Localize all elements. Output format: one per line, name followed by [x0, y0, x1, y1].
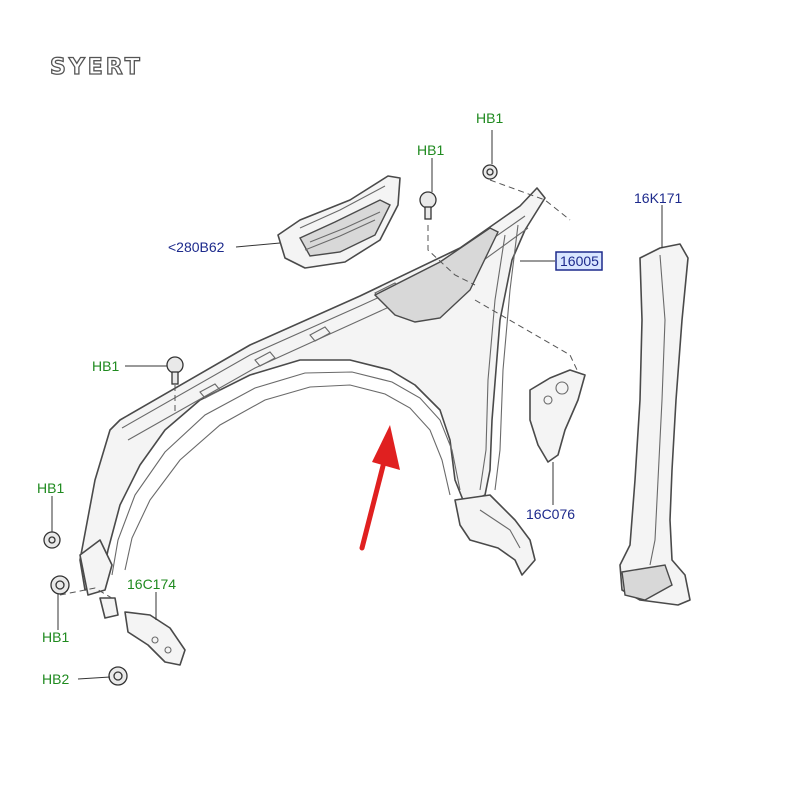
- highlighted-part-box: [555, 251, 603, 271]
- fastener-left-mid: [166, 356, 184, 385]
- callout-16005: 16005: [560, 253, 599, 269]
- callout-16c076: 16C076: [526, 506, 575, 522]
- fastener-top-mid: [419, 191, 437, 220]
- callout-hb1-left-lower: HB1: [42, 629, 69, 645]
- red-indicator-arrow: [359, 425, 400, 551]
- callout-16c174: 16C174: [127, 576, 176, 592]
- callout-hb2: HB2: [42, 671, 69, 687]
- callout-hb1-top-mid: HB1: [417, 142, 444, 158]
- fastener-left-upper: [43, 531, 61, 549]
- fastener-hb2: [108, 666, 128, 686]
- fastener-top-right: [482, 164, 498, 180]
- fender-rear-bracket: [529, 369, 586, 463]
- fender-vent-bracket: [277, 175, 401, 269]
- logo-text: SYERT: [50, 55, 143, 80]
- callout-16k171: 16K171: [634, 190, 682, 206]
- callout-hb1-top-right: HB1: [476, 110, 503, 126]
- fastener-left-lower: [50, 575, 70, 595]
- callout-hb1-left-mid: HB1: [92, 358, 119, 374]
- fender-front-bracket: [99, 597, 186, 666]
- callout-hb1-left-upper: HB1: [37, 480, 64, 496]
- fender-side-liner: [619, 243, 691, 606]
- brand-logo: SYERT: [49, 54, 143, 80]
- callout-280b62: <280B62: [168, 239, 225, 255]
- front-fender-panel: [79, 187, 546, 596]
